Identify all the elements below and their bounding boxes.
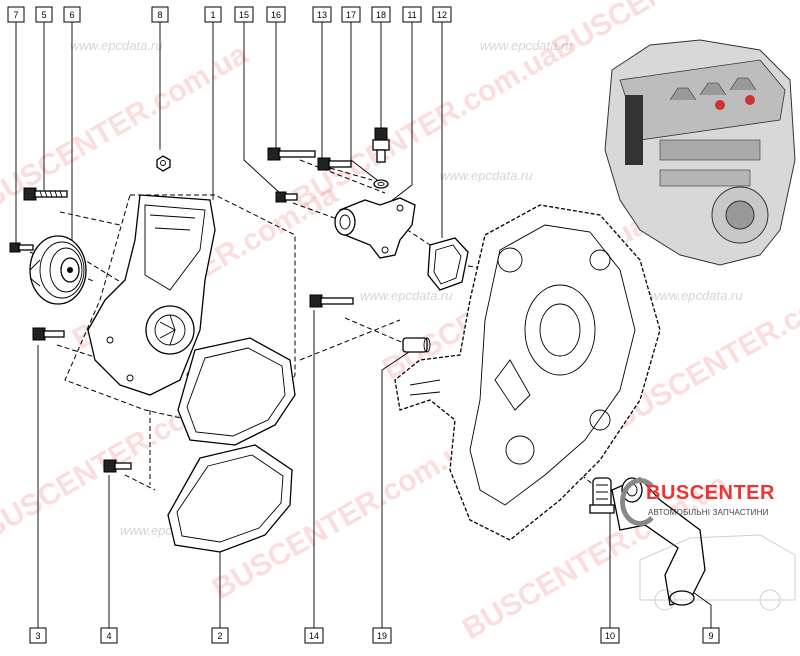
watermark-brand: BUSCENTER.com.ua bbox=[287, 37, 564, 216]
svg-text:8: 8 bbox=[157, 10, 162, 20]
svg-text:4: 4 bbox=[106, 631, 111, 641]
callout-9: 9 bbox=[702, 627, 720, 644]
watermark-epc: www.epcdata.ru bbox=[360, 288, 453, 303]
bolt-7 bbox=[9, 242, 34, 253]
thermostat-housing-11 bbox=[334, 197, 416, 259]
washer-17 bbox=[373, 179, 389, 189]
svg-text:10: 10 bbox=[605, 631, 615, 641]
sensor-18 bbox=[372, 127, 390, 163]
callout-13: 13 bbox=[312, 6, 332, 23]
timing-cover bbox=[394, 204, 661, 541]
bolt-4 bbox=[103, 459, 132, 473]
watermark-epc: www.epcdata.ru bbox=[650, 288, 743, 303]
svg-text:17: 17 bbox=[346, 10, 356, 20]
svg-text:1: 1 bbox=[210, 10, 215, 20]
callout-14: 14 bbox=[304, 627, 324, 644]
svg-text:6: 6 bbox=[69, 10, 74, 20]
bolt-13 bbox=[317, 157, 352, 171]
gasket-2 bbox=[167, 444, 293, 553]
callout-15: 15 bbox=[234, 6, 254, 23]
pulley bbox=[29, 235, 87, 305]
water-pump bbox=[87, 194, 216, 396]
engine-reference-image bbox=[604, 39, 796, 266]
svg-text:5: 5 bbox=[41, 10, 46, 20]
watermark-epc: www.epcdata.ru bbox=[440, 168, 533, 183]
callout-16: 16 bbox=[266, 6, 286, 23]
callout-18: 18 bbox=[371, 6, 391, 23]
logo-ring-icon bbox=[620, 478, 660, 526]
callout-5: 5 bbox=[35, 6, 53, 23]
svg-text:18: 18 bbox=[376, 10, 386, 20]
svg-text:13: 13 bbox=[317, 10, 327, 20]
svg-text:3: 3 bbox=[35, 631, 40, 641]
svg-text:19: 19 bbox=[377, 631, 387, 641]
gasket-12 bbox=[427, 237, 469, 291]
buscenter-logo: BUSCENTER АВТОМОБІЛЬНІ ЗАПЧАСТИНИ bbox=[620, 478, 790, 528]
watermark-epc: www.epcdata.ru bbox=[480, 38, 573, 53]
leader-lines bbox=[15, 22, 712, 628]
callout-4: 4 bbox=[100, 627, 118, 644]
bolt-15 bbox=[275, 191, 298, 203]
svg-text:16: 16 bbox=[271, 10, 281, 20]
bolt-16 bbox=[267, 147, 316, 161]
callout-17: 17 bbox=[341, 6, 361, 23]
watermark-epc: www.epcdata.ru bbox=[70, 38, 163, 53]
callout-6: 6 bbox=[63, 6, 81, 23]
logo-tagline: АВТОМОБІЛЬНІ ЗАПЧАСТИНИ bbox=[648, 508, 769, 517]
callout-19: 19 bbox=[372, 627, 392, 644]
callout-3: 3 bbox=[29, 627, 47, 644]
watermark-brand: BUSCENTER.com.ua bbox=[0, 37, 254, 216]
svg-text:15: 15 bbox=[239, 10, 249, 20]
thermostat-10 bbox=[589, 477, 615, 514]
svg-text:2: 2 bbox=[217, 631, 222, 641]
callout-7: 7 bbox=[7, 6, 25, 23]
svg-text:12: 12 bbox=[437, 10, 447, 20]
dowel-19 bbox=[402, 337, 431, 353]
callouts-bottom: 3 4 2 14 19 10 9 bbox=[29, 627, 720, 644]
svg-text:7: 7 bbox=[13, 10, 18, 20]
svg-text:14: 14 bbox=[309, 631, 319, 641]
callout-1: 1 bbox=[204, 6, 222, 23]
callouts-top: 7 5 6 8 1 15 16 13 17 18 11 12 bbox=[7, 6, 452, 23]
logo-brand: BUSCENTER bbox=[646, 482, 775, 504]
callout-2: 2 bbox=[211, 627, 229, 644]
callout-8: 8 bbox=[151, 6, 169, 23]
nut-8 bbox=[156, 155, 171, 172]
gasket-upper bbox=[177, 337, 296, 446]
callout-10: 10 bbox=[600, 627, 620, 644]
svg-text:9: 9 bbox=[708, 631, 713, 641]
bolt-5 bbox=[23, 187, 68, 201]
bolt-14 bbox=[309, 294, 354, 308]
callout-12: 12 bbox=[432, 6, 452, 23]
callout-11: 11 bbox=[402, 6, 422, 23]
logo-car-silhouette bbox=[639, 534, 796, 611]
svg-text:11: 11 bbox=[407, 10, 416, 20]
bolt-3 bbox=[32, 327, 65, 341]
